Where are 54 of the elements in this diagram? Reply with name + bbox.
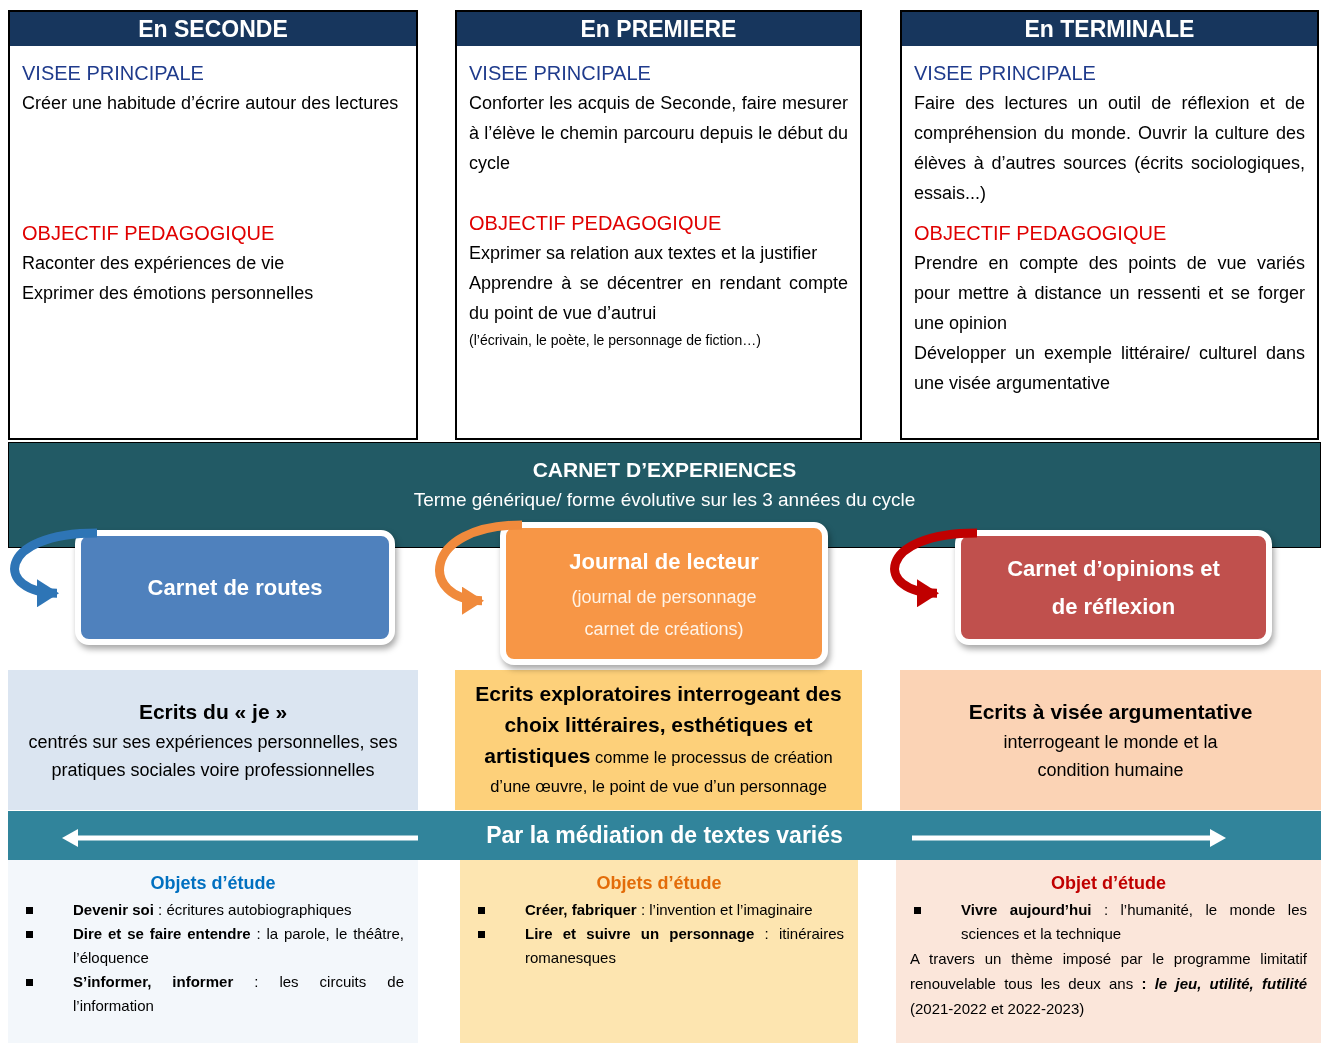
notebook-title: Journal de lecteur (569, 547, 759, 576)
curved-arrow (10, 528, 98, 606)
body-text: Développer un exemple littéraire/ culturel dans une visée argumentative (914, 342, 1305, 395)
body-text: Raconter des expériences de vie (22, 252, 286, 275)
writing-title: Ecrits à visée argumentative (968, 699, 1253, 725)
writing-title: Ecrits du « je » (138, 699, 288, 725)
banner-title: CARNET D’EXPERIENCES (532, 457, 797, 483)
column-box (8, 10, 418, 440)
study-objects-heading: Objet d’étude (1050, 872, 1167, 895)
writing-box (8, 670, 418, 810)
curved-arrow (890, 528, 978, 606)
body-text: Exprimer des émotions personnelles (22, 282, 315, 305)
column-box (900, 10, 1319, 440)
list-item: Devenir soi : écritures autobiographiques (73, 900, 352, 920)
section-label: OBJECTIF PEDAGOGIQUE (22, 221, 276, 246)
body-text: Conforter les acquis de Seconde, faire mesurer à l’élève le chemin parcouru depuis le début du cycle (469, 92, 848, 175)
column-header: En PREMIERE (457, 12, 860, 46)
body-text: Créer une habitude d’écrire autour des lectures (22, 92, 400, 115)
notebook-title: Carnet d’opinions et de réflexion (1006, 554, 1221, 621)
body-text: Exprimer sa relation aux textes et la justifier (469, 242, 819, 265)
curved-arrow (435, 520, 523, 613)
section-label: OBJECTIF PEDAGOGIQUE (469, 211, 723, 236)
writing-box (900, 670, 1321, 810)
banner-subtitle: Terme générique/ forme évolutive sur les 3 années du cycle (413, 488, 916, 512)
list-item: S’informer, informer : les circuits de l’information (73, 972, 404, 1016)
note-text: A travers un thème imposé par le programme limitatif renouvelable tous les deux ans : le jeu, utilité, futilité (2021-2022 et 2022-2023) (910, 949, 1307, 1019)
section-label: VISEE PRINCIPALE (469, 61, 652, 86)
list-item: Dire et se faire entendre : la parole, le théâtre, l’éloquence (73, 924, 404, 968)
writing-description: centrés sur ses expériences personnelles, ses pratiques sociales voire professionnelles (27, 731, 399, 782)
column-header: En SECONDE (10, 12, 416, 46)
banner (8, 811, 1321, 860)
writing-description: Ecrits exploratoires interrogeant des choix littéraires, esthétiques et artistiques comme le processus de création d’une œuvre, le point de vue d’un personnage (474, 681, 843, 797)
writing-description: interrogeant le monde et la condition humaine (1002, 731, 1219, 782)
study-objects-box (8, 860, 418, 1043)
body-text: (l’écrivain, le poète, le personnage de fiction…) (469, 331, 762, 350)
writing-box (455, 670, 862, 810)
section-label: OBJECTIF PEDAGOGIQUE (914, 221, 1168, 246)
column-box (455, 10, 862, 440)
notebook-title: Carnet de routes (147, 573, 323, 602)
body-text: Prendre en compte des points de vue variés pour mettre à distance un ressenti et se forger une opinion (914, 252, 1305, 335)
study-objects-heading: Objets d’étude (595, 872, 723, 895)
banner-title: Par la médiation de textes variés (486, 821, 843, 851)
body-text: Faire des lectures un outil de réflexion et de compréhension du monde. Ouvrir la culture des élèves à d’autres sources (écrits sociologiques, essais...) (914, 92, 1305, 205)
list-item: Vivre aujourd’hui : l’humanité, le monde les sciences et la technique (961, 900, 1307, 944)
notebook-subtitle: (journal de personnage carnet de créations) (570, 585, 758, 641)
section-label: VISEE PRINCIPALE (914, 61, 1097, 86)
list-item: Lire et suivre un personnage : itinéraires romanesques (525, 924, 844, 968)
study-objects-box (896, 860, 1321, 1043)
section-label: VISEE PRINCIPALE (22, 61, 205, 86)
study-objects-heading: Objets d’étude (149, 872, 277, 895)
column-header: En TERMINALE (902, 12, 1317, 46)
study-objects-box (460, 860, 858, 1043)
body-text: Apprendre à se décentrer en rendant compte du point de vue d’autrui (469, 272, 848, 325)
list-item: Créer, fabriquer : l’invention et l’imaginaire (525, 900, 813, 920)
